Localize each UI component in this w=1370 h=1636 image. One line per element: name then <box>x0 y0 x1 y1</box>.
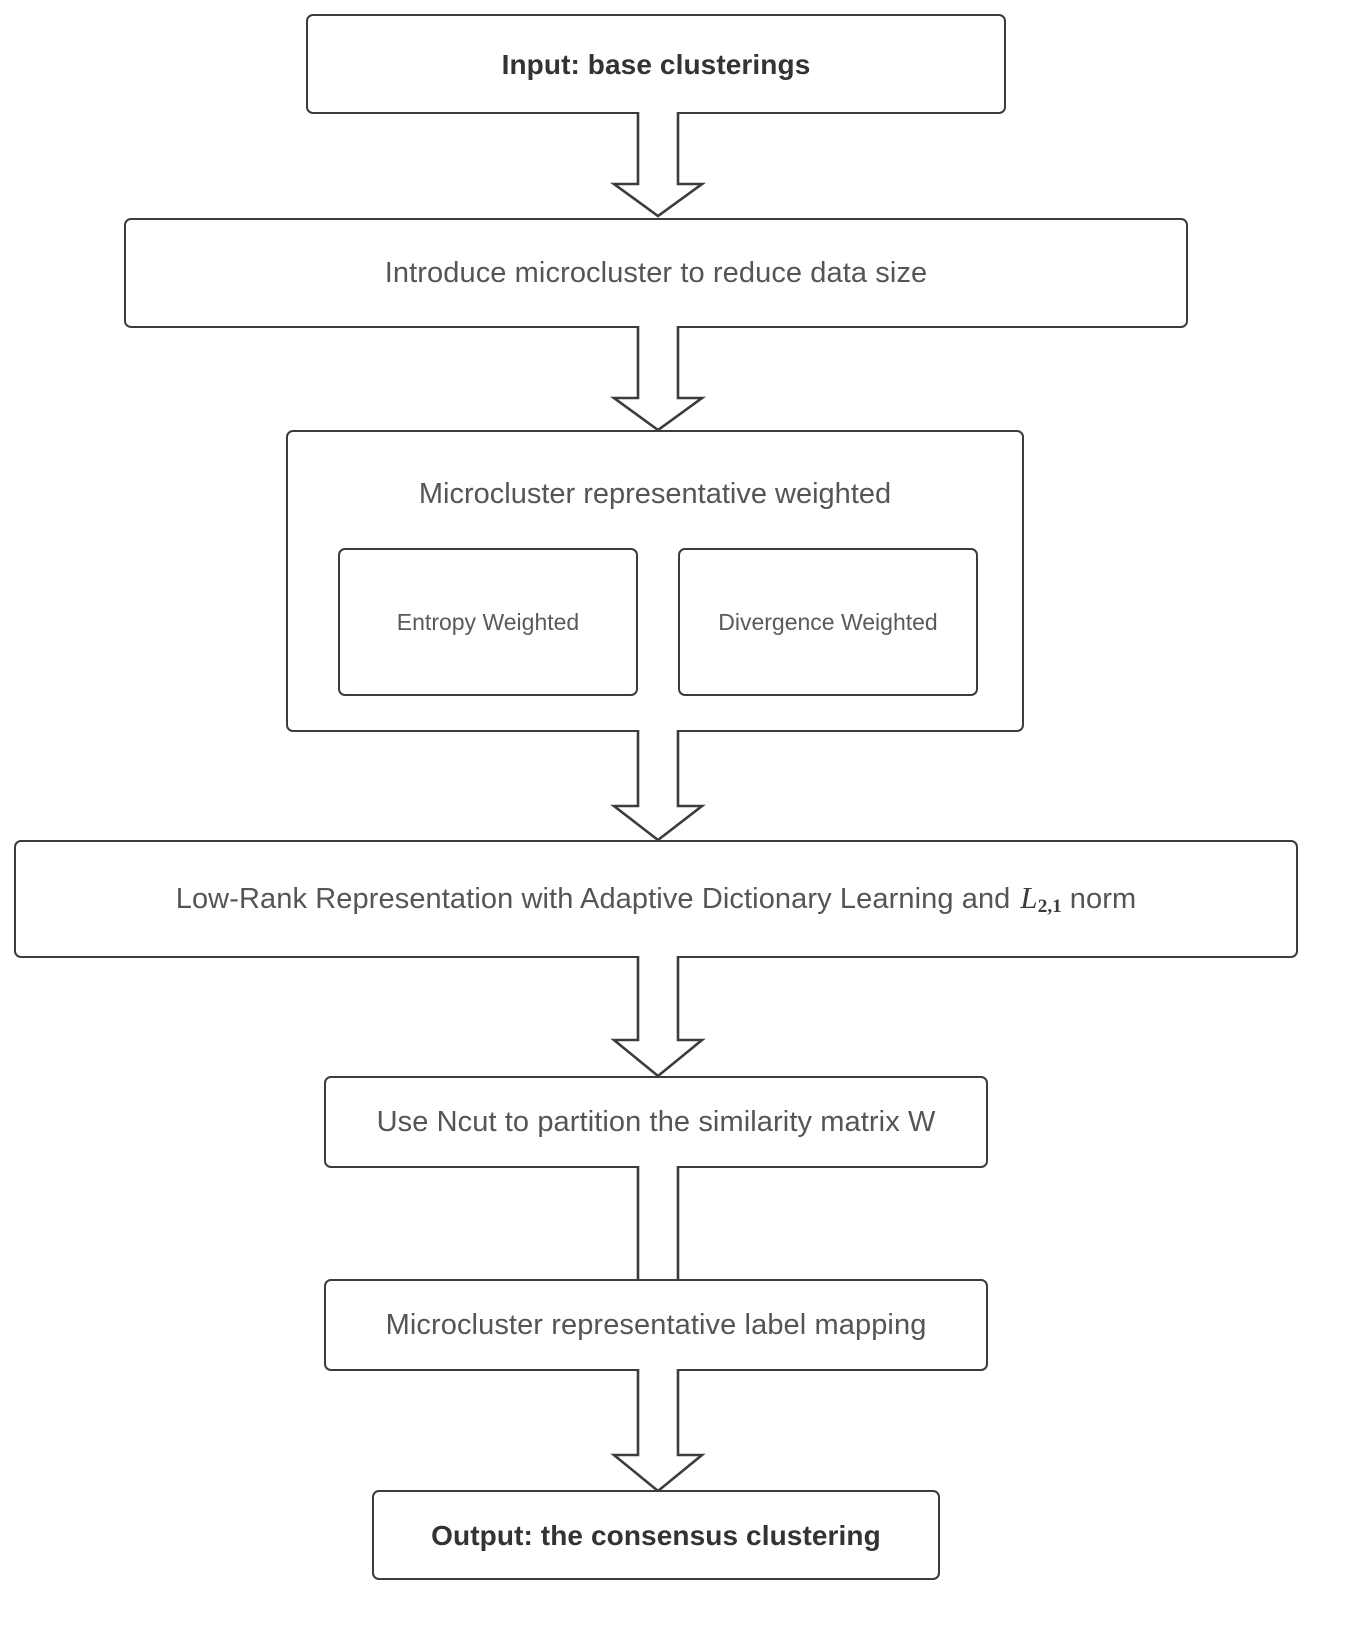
node-input: Input: base clusterings <box>306 14 1006 114</box>
arrow-head-icon <box>610 326 706 432</box>
math-base-L: L <box>1020 879 1038 915</box>
connector-microcluster-to-weighted <box>610 326 706 432</box>
arrow-head-icon <box>610 730 706 842</box>
subnode-divergence-weighted: Divergence Weighted <box>678 548 978 696</box>
subnode-entropy-weighted: Entropy Weighted <box>338 548 638 696</box>
node-output-label: Output: the consensus clustering <box>431 1519 881 1551</box>
arrow-head-icon <box>610 956 706 1078</box>
connector-input-to-microcluster <box>610 112 706 218</box>
node-label-mapping-label: Microcluster representative label mappin… <box>385 1308 927 1341</box>
node-low-rank-text: Low-Rank Representation with Adaptive Di… <box>176 879 1137 919</box>
math-subscript: 2,1 <box>1037 896 1062 918</box>
node-microcluster-reduce-label: Introduce microcluster to reduce data si… <box>384 256 928 289</box>
subnode-entropy-weighted-label: Entropy Weighted <box>396 608 580 635</box>
node-low-rank-prefix: Low-Rank Representation with Adaptive Di… <box>175 882 1011 915</box>
subnode-divergence-weighted-label: Divergence Weighted <box>718 608 938 635</box>
node-output: Output: the consensus clustering <box>372 1490 940 1580</box>
node-ncut: Use Ncut to partition the similarity mat… <box>324 1076 988 1168</box>
node-low-rank-math: L2,1 <box>1010 879 1063 919</box>
node-weighted-group: Microcluster representative weighted Ent… <box>286 430 1024 732</box>
node-weighted-group-title: Microcluster representative weighted <box>418 478 892 510</box>
arrow-head-icon <box>610 1369 706 1493</box>
node-ncut-label: Use Ncut to partition the similarity mat… <box>376 1105 936 1138</box>
node-low-rank-suffix: norm <box>1069 882 1137 915</box>
connector-lowrank-to-ncut <box>610 956 706 1078</box>
arrow-head-icon <box>610 112 706 218</box>
node-label-mapping: Microcluster representative label mappin… <box>324 1279 988 1371</box>
connector-weighted-to-lowrank <box>610 730 706 842</box>
node-low-rank: Low-Rank Representation with Adaptive Di… <box>14 840 1298 958</box>
node-microcluster-reduce: Introduce microcluster to reduce data si… <box>124 218 1188 328</box>
node-input-label: Input: base clusterings <box>501 48 811 80</box>
connector-mapping-to-output <box>610 1369 706 1493</box>
